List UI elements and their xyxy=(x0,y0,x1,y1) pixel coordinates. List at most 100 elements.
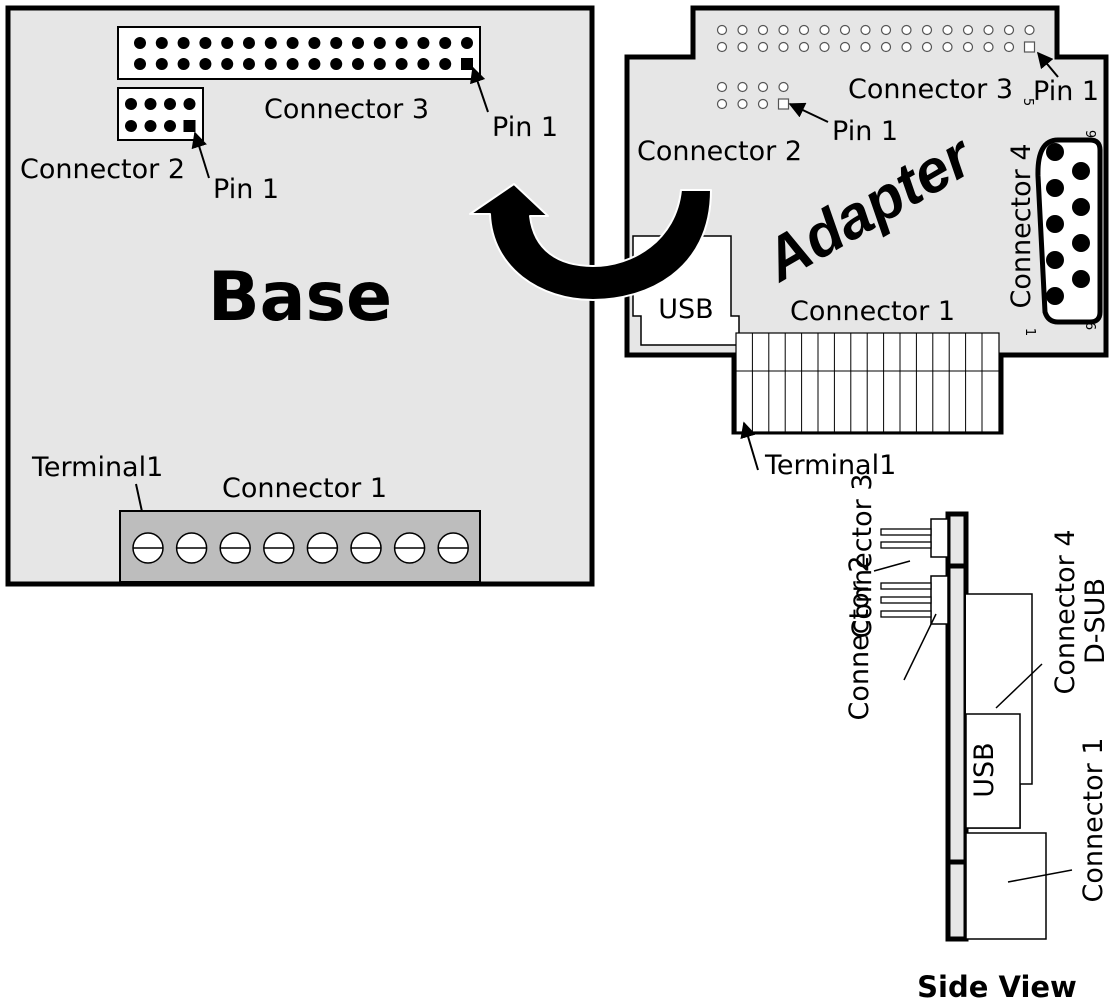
base-connector2-label: Connector 2 xyxy=(20,154,185,185)
base-connector3-header xyxy=(117,26,481,80)
side-view-connector1-label: Connector 1 xyxy=(1078,737,1109,902)
adapter-dsub-pins xyxy=(1046,143,1090,305)
base-board: Connector 3 Pin 1 Connector 2 Pin 1 Base… xyxy=(5,5,595,587)
pin-icon xyxy=(417,58,430,70)
pin-icon xyxy=(439,58,452,70)
base-connector2-pins xyxy=(125,98,196,132)
pin-icon xyxy=(221,37,234,49)
pin-icon xyxy=(461,37,473,49)
pin-icon xyxy=(221,58,234,70)
pin-icon xyxy=(183,98,196,110)
adapter-dsub-pin6-label: 6 xyxy=(1082,322,1097,330)
adapter-terminal1-arrow xyxy=(740,421,759,471)
pin-icon xyxy=(962,41,974,53)
pin-icon xyxy=(716,41,728,53)
adapter-connector3-pins xyxy=(716,24,1036,53)
pin-icon xyxy=(819,24,830,36)
header-pin xyxy=(880,528,932,536)
pin-icon xyxy=(737,81,748,93)
side-view-board-middle xyxy=(945,563,969,865)
header-pin xyxy=(880,582,932,590)
base-connector2-pin1-label: Pin 1 xyxy=(213,174,279,205)
pin-icon xyxy=(1024,24,1035,36)
side-view-connector4-label: Connector 4 xyxy=(1050,529,1081,694)
dsub-pin-icon xyxy=(1046,143,1064,161)
pin-icon xyxy=(134,58,146,70)
side-view-connector3-housing xyxy=(930,518,949,558)
pin-icon xyxy=(757,24,769,36)
adapter-connector1-cells xyxy=(751,333,983,432)
pin1-square-icon xyxy=(1023,41,1036,53)
adapter-connector1-label: Connector 1 xyxy=(790,296,955,327)
base-terminal-screws xyxy=(132,532,469,564)
pin-icon xyxy=(199,58,212,70)
pin-icon xyxy=(1003,41,1015,53)
pin-icon xyxy=(901,41,912,53)
pin-icon xyxy=(839,41,851,53)
pin-icon xyxy=(778,81,789,93)
pin-icon xyxy=(352,37,364,49)
adapter-connector2-pin1-label: Pin 1 xyxy=(832,116,898,147)
side-view-usb-label: USB xyxy=(969,742,1000,797)
pin-icon xyxy=(125,98,137,110)
adapter-connector2-pin1-arrow xyxy=(788,102,829,123)
pin-icon xyxy=(737,41,748,53)
pin-icon xyxy=(901,24,912,36)
dsub-pin-icon xyxy=(1072,198,1090,216)
pin-icon xyxy=(716,98,728,110)
pin-icon xyxy=(737,24,748,36)
pin-icon xyxy=(264,58,277,70)
adapter-dsub-pin9-label: 9 xyxy=(1082,130,1097,138)
adapter-connector3-pin1-label: Pin 1 xyxy=(1033,76,1099,107)
pin-icon xyxy=(164,120,176,132)
side-view-connector2-label: Connector 2 xyxy=(844,555,875,720)
pin-icon xyxy=(395,58,408,70)
adapter-usb-label: USB xyxy=(658,294,713,325)
side-view-usb-body xyxy=(965,713,1021,829)
dsub-pin-icon xyxy=(1072,162,1090,180)
side-view-connector2-leader xyxy=(903,613,937,681)
header-pin xyxy=(880,541,932,549)
pin-icon xyxy=(962,24,974,36)
flip-arrow-icon xyxy=(469,183,712,301)
adapter-connector3-label: Connector 3 xyxy=(848,74,1013,105)
base-title: Base xyxy=(208,258,392,337)
adapter-dsub-pin1-label: 1 xyxy=(1022,328,1037,336)
pin1-square-icon xyxy=(183,120,196,132)
pin-icon xyxy=(286,58,299,70)
dsub-pin-icon xyxy=(1072,234,1090,252)
pin-icon xyxy=(942,41,953,53)
base-connector3-pins xyxy=(134,37,473,70)
pin-icon xyxy=(155,58,168,70)
pin-icon xyxy=(757,81,769,93)
pin-icon xyxy=(395,37,408,49)
pin-icon xyxy=(983,24,994,36)
pin-icon xyxy=(352,58,364,70)
pin-icon xyxy=(860,24,871,36)
side-view-connector3-label: Connector 3 xyxy=(847,473,878,638)
side-view-connector1-body xyxy=(965,832,1047,940)
side-view-connector1-leader xyxy=(1007,869,1073,883)
pin-icon xyxy=(144,98,157,110)
side-view-dsub-label: D-SUB xyxy=(1080,578,1110,664)
pin-icon xyxy=(125,120,137,132)
adapter-board: Connector 3 Pin 1 Pin 1 Connector 2 Adap… xyxy=(624,5,1109,481)
pin-icon xyxy=(716,81,728,93)
pin-icon xyxy=(921,41,933,53)
pin-icon xyxy=(308,58,321,70)
pin-icon xyxy=(144,120,157,132)
side-view-connector3-leader xyxy=(873,560,911,572)
adapter-terminal1-label: Terminal1 xyxy=(764,450,896,481)
pin-icon xyxy=(155,37,168,49)
side-view-connector2-housing xyxy=(930,575,949,625)
side-view-header-pins xyxy=(880,528,932,618)
header-pin xyxy=(880,596,932,604)
pin-icon xyxy=(757,98,769,110)
pin-icon xyxy=(880,24,892,36)
pin-icon xyxy=(983,41,994,53)
adapter-connector2-label: Connector 2 xyxy=(637,136,802,167)
base-connector1-label: Connector 1 xyxy=(222,473,387,504)
pin-icon xyxy=(417,37,430,49)
pin-icon xyxy=(942,24,953,36)
pin-icon xyxy=(308,37,321,49)
